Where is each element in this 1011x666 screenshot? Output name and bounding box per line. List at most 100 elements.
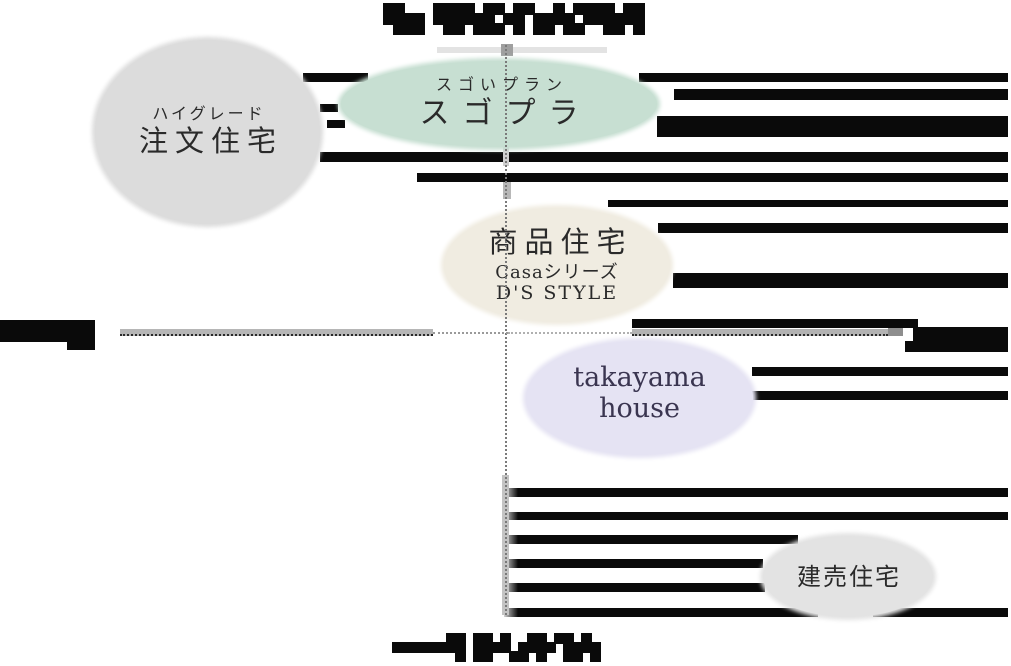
redacted-text-bar	[639, 73, 1008, 82]
redacted-pixel-block	[603, 23, 615, 35]
redacted-text-bar	[504, 512, 1008, 520]
redacted-pixel-block	[533, 23, 545, 35]
redacted-pixel-block	[581, 633, 592, 644]
redacted-pixel-block	[455, 633, 466, 644]
redacted-pixel-block	[403, 13, 415, 25]
redacted-pixel-block	[493, 3, 505, 15]
redacted-text-bar	[504, 535, 798, 544]
redacted-pixel-block	[482, 651, 493, 662]
redacted-pixel-block	[419, 642, 430, 653]
bubble-tateuri-name: 建売住宅	[797, 563, 901, 592]
redacted-pixel-block	[482, 633, 493, 644]
redacted-pixel-block	[403, 23, 415, 35]
redacted-pixel-block	[473, 13, 485, 25]
redacted-text-bar	[905, 341, 1008, 352]
redacted-pixel-block	[483, 23, 495, 35]
redacted-text-bar	[320, 152, 1008, 162]
redacted-pixel-block	[563, 642, 574, 653]
redacted-pixel-block	[483, 13, 495, 25]
redacted-pixel-block	[543, 23, 555, 35]
bubble-sugopla-name: スゴプラ	[419, 95, 592, 131]
redacted-pixel-block	[463, 3, 475, 15]
redacted-text-bar	[632, 319, 918, 328]
redacted-pixel-block	[573, 23, 585, 35]
redacted-text-bar	[417, 173, 1008, 182]
bubble-product-housing-name: 商品住宅	[488, 224, 633, 259]
redacted-pixel-block	[503, 13, 515, 25]
redacted-pixel-block	[393, 23, 405, 35]
redacted-pixel-block	[590, 651, 601, 662]
redacted-pixel-block	[603, 13, 615, 25]
gray-smudge	[501, 44, 513, 56]
bubble-sugopla: スゴいプラン スゴプラ	[341, 61, 657, 147]
redacted-pixel-block	[536, 633, 547, 644]
redacted-pixel-block	[563, 633, 574, 644]
redacted-pixel-block	[413, 13, 425, 25]
bubble-product-housing-series: Casaシリーズ	[495, 261, 619, 283]
redacted-pixel-block	[593, 13, 605, 25]
redacted-text-bar	[658, 223, 1008, 233]
vertical-axis-line	[505, 45, 507, 615]
redacted-pixel-block	[543, 13, 555, 25]
redacted-pixel-block	[455, 651, 466, 662]
redacted-pixel-block	[633, 23, 645, 35]
redacted-pixel-block	[545, 642, 556, 653]
horizontal-axis-line-left	[120, 329, 433, 336]
redacted-pixel-block	[583, 3, 595, 15]
bubble-high-grade-tagline: ハイグレード	[152, 103, 266, 123]
redacted-pixel-block	[583, 13, 595, 25]
redacted-pixel-block	[572, 651, 583, 662]
redacted-pixel-block	[533, 13, 545, 25]
redacted-text-bar	[673, 273, 1008, 288]
redacted-text-bar	[752, 367, 1008, 376]
redacted-text-bar	[67, 342, 95, 350]
redacted-pixel-block	[383, 3, 395, 15]
redacted-text-bar	[913, 327, 1008, 341]
redacted-pixel-block	[593, 3, 605, 15]
redacted-pixel-block	[455, 642, 466, 653]
redacted-text-bar	[873, 608, 1008, 617]
redacted-text-bar	[0, 320, 95, 342]
redacted-pixel-block	[590, 642, 601, 653]
bubble-takayama-house: takayama house	[526, 341, 753, 455]
redacted-pixel-block	[563, 13, 575, 25]
redacted-pixel-block	[518, 651, 529, 662]
redacted-pixel-block	[410, 642, 421, 653]
redacted-text-bar	[674, 89, 1008, 100]
redacted-pixel-block	[453, 3, 465, 15]
redacted-pixel-block	[527, 633, 538, 644]
redacted-pixel-block	[393, 3, 405, 15]
redacted-pixel-block	[392, 642, 403, 653]
redacted-pixel-block	[536, 651, 547, 662]
redacted-text-bar	[327, 120, 345, 128]
redacted-pixel-block	[500, 642, 511, 653]
bubble-product-housing: 商品住宅 Casaシリーズ D'S STYLE	[444, 208, 670, 322]
redacted-pixel-block	[433, 13, 445, 25]
redacted-text-bar	[320, 104, 338, 112]
redacted-text-bar	[752, 391, 1008, 400]
redacted-pixel-block	[443, 13, 455, 25]
redacted-pixel-block	[482, 642, 493, 653]
bubble-high-grade-custom-home: ハイグレード 注文住宅	[95, 40, 320, 224]
redacted-pixel-block	[581, 642, 592, 653]
redacted-pixel-block	[500, 633, 511, 644]
redacted-pixel-block	[491, 642, 502, 653]
redacted-pixel-block	[536, 642, 547, 653]
redacted-pixel-block	[633, 13, 645, 25]
bubble-tateuri-home: 建売住宅	[763, 536, 933, 617]
redacted-text-bar	[504, 488, 1008, 497]
redacted-pixel-block	[563, 651, 574, 662]
redacted-pixel-block	[563, 23, 575, 35]
horizontal-axis-line-right	[632, 329, 888, 336]
redacted-pixel-block	[493, 23, 505, 35]
bubble-sugopla-tagline: スゴいプラン	[435, 75, 568, 95]
redacted-pixel-block	[518, 642, 529, 653]
redacted-pixel-block	[553, 3, 565, 15]
redacted-pixel-block	[483, 3, 495, 15]
redacted-pixel-block	[473, 651, 484, 662]
redacted-pixel-block	[443, 3, 455, 15]
redacted-text-bar	[657, 116, 1008, 137]
redacted-pixel-block	[453, 23, 465, 35]
gray-smudge	[888, 328, 903, 336]
